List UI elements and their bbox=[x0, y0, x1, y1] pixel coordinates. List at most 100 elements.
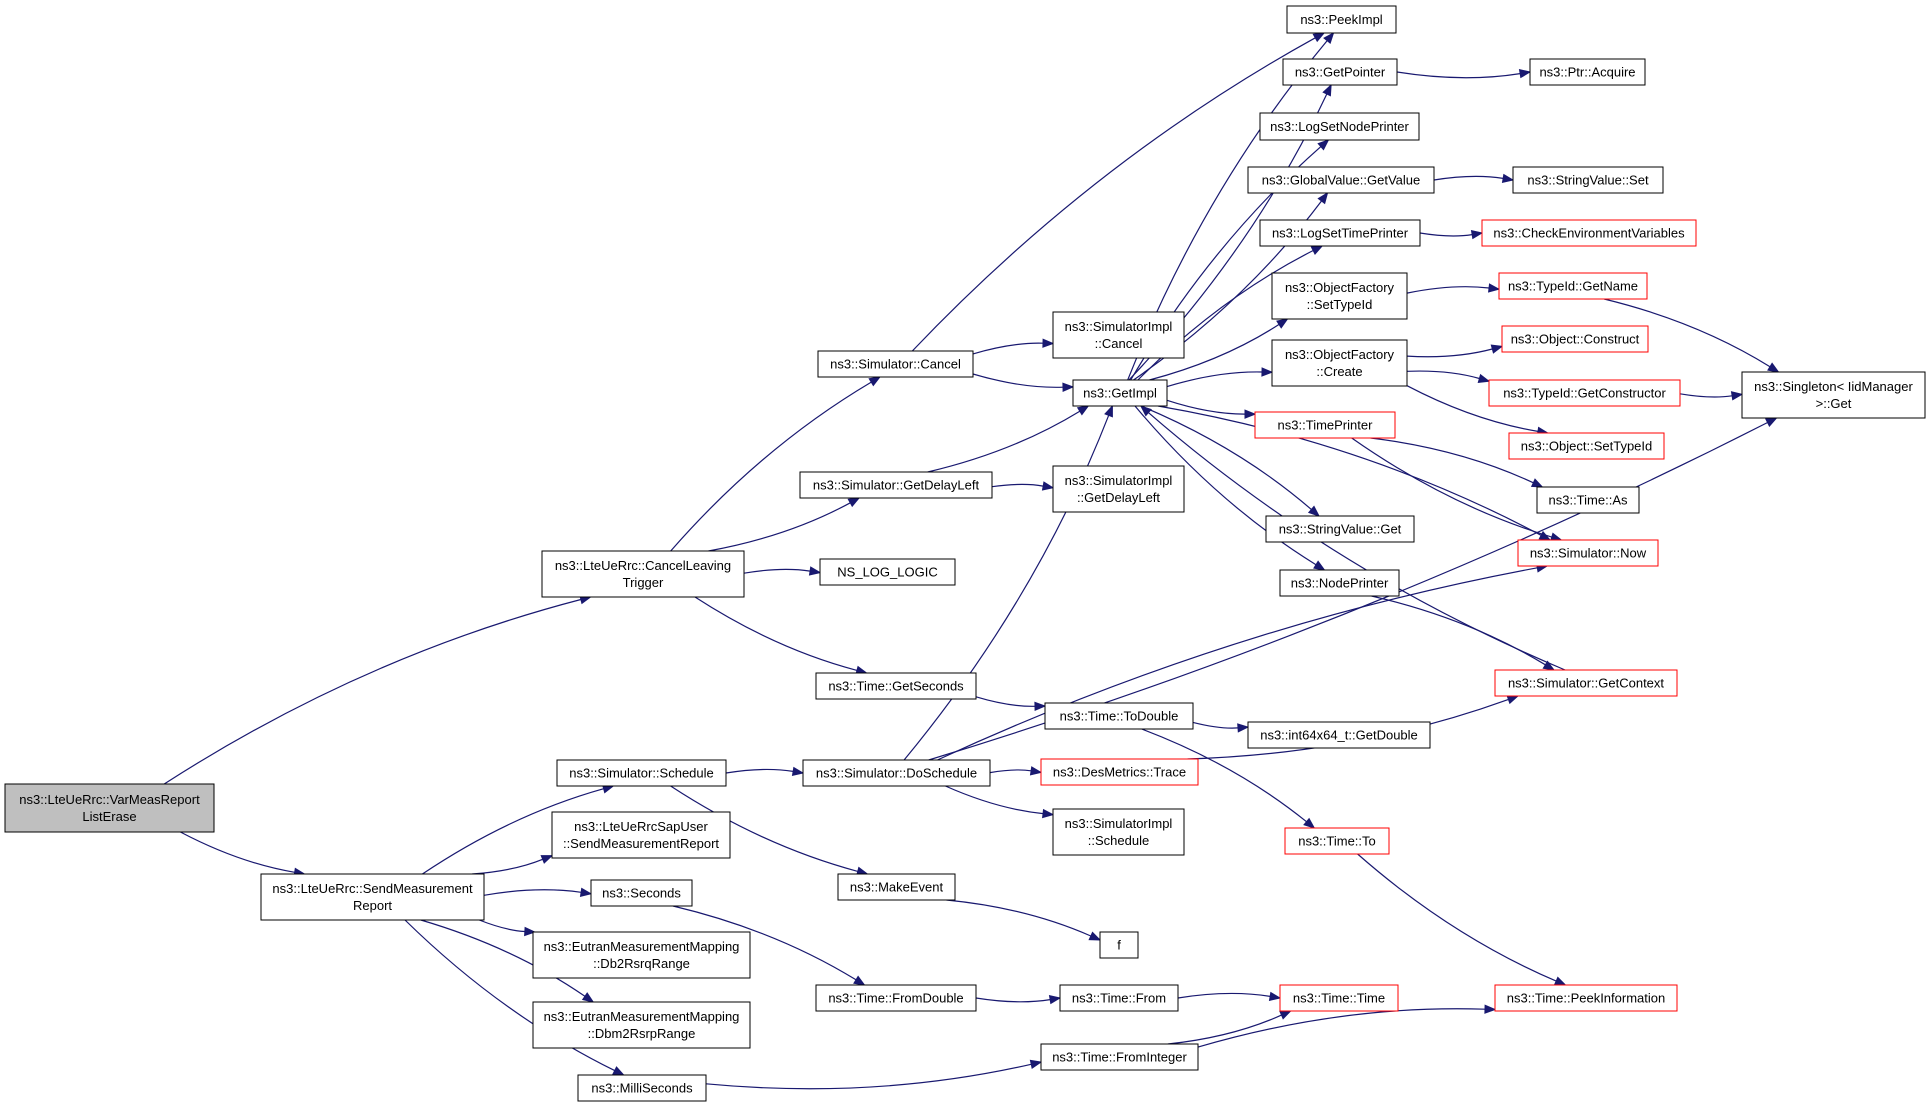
node-singletonGet[interactable]: ns3::Singleton< IidManager>::Get bbox=[1741, 371, 1926, 419]
node-typeIdGetConstructor[interactable]: ns3::TypeId::GetConstructor bbox=[1488, 379, 1681, 407]
node-box bbox=[1247, 721, 1431, 749]
node-getImpl[interactable]: ns3::GetImpl bbox=[1072, 379, 1168, 407]
node-sapUserSend[interactable]: ns3::LteUeRrcSapUser::SendMeasurementRep… bbox=[551, 811, 731, 859]
node-timeToDouble[interactable]: ns3::Time::ToDouble bbox=[1044, 702, 1194, 730]
node-label-line: ns3::Time::From bbox=[1072, 991, 1166, 1006]
node-simNow[interactable]: ns3::Simulator::Now bbox=[1517, 539, 1659, 567]
edge-line bbox=[672, 905, 857, 981]
edge-line bbox=[1140, 405, 1312, 510]
node-ofCreate[interactable]: ns3::ObjectFactory::Create bbox=[1271, 339, 1408, 387]
node-typeIdGetName[interactable]: ns3::TypeId::GetName bbox=[1498, 272, 1648, 300]
node-box bbox=[1052, 311, 1185, 359]
call-edge-simCancel-to-peekImpl bbox=[911, 32, 1326, 352]
node-implCancel[interactable]: ns3::SimulatorImpl::Cancel bbox=[1052, 311, 1185, 359]
node-timePrinter[interactable]: ns3::TimePrinter bbox=[1254, 411, 1396, 439]
node-desMetricsTrace[interactable]: ns3::DesMetrics::Trace bbox=[1040, 758, 1199, 786]
node-timeTo[interactable]: ns3::Time::To bbox=[1284, 827, 1390, 855]
node-label-line: ListErase bbox=[82, 809, 136, 824]
node-box bbox=[1494, 669, 1678, 697]
node-label-line: ns3::Object::SetTypeId bbox=[1521, 439, 1653, 454]
node-globalValueGet[interactable]: ns3::GlobalValue::GetValue bbox=[1247, 166, 1435, 194]
edge-arrowhead bbox=[1730, 391, 1744, 401]
edge-arrowhead bbox=[1470, 229, 1484, 240]
node-nodePrinter[interactable]: ns3::NodePrinter bbox=[1279, 569, 1400, 597]
node-simGetDelayLeft[interactable]: ns3::Simulator::GetDelayLeft bbox=[799, 471, 993, 499]
node-label-line: ns3::TypeId::GetConstructor bbox=[1503, 386, 1666, 401]
edge-arrowhead bbox=[1279, 1010, 1292, 1020]
edge-line bbox=[1137, 249, 1314, 381]
node-simCancel[interactable]: ns3::Simulator::Cancel bbox=[817, 350, 974, 378]
node-box bbox=[1259, 219, 1421, 247]
node-nsLogLogic[interactable]: NS_LOG_LOGIC bbox=[819, 558, 956, 586]
edge-line bbox=[483, 889, 582, 896]
function-nodes: ns3::LteUeRrc::VarMeasReportListErasens3… bbox=[4, 5, 1926, 1102]
edge-arrowhead bbox=[1490, 344, 1504, 354]
call-edge-seconds-to-timeFromDouble bbox=[672, 905, 866, 986]
node-timeFrom[interactable]: ns3::Time::From bbox=[1059, 984, 1179, 1012]
node-ofSetTypeId[interactable]: ns3::ObjectFactory::SetTypeId bbox=[1271, 272, 1408, 320]
node-checkEnv[interactable]: ns3::CheckEnvironmentVariables bbox=[1481, 219, 1697, 247]
call-edge-getImpl-to-stringValueGet bbox=[1140, 405, 1321, 517]
edge-line bbox=[1679, 393, 1733, 398]
node-objectConstruct[interactable]: ns3::Object::Construct bbox=[1501, 325, 1649, 353]
node-int64GetDouble[interactable]: ns3::int64x64_t::GetDouble bbox=[1247, 721, 1431, 749]
edge-line bbox=[694, 596, 858, 671]
node-simDoSchedule[interactable]: ns3::Simulator::DoSchedule bbox=[802, 759, 991, 787]
node-makeEvent[interactable]: ns3::MakeEvent bbox=[837, 873, 956, 901]
edge-line bbox=[1396, 71, 1521, 79]
node-box bbox=[551, 811, 731, 859]
node-box bbox=[1099, 931, 1139, 959]
call-edge-globalValueGet-to-stringValueSet bbox=[1433, 173, 1515, 184]
node-db2Rsrq[interactable]: ns3::EutranMeasurementMapping::Db2RsrqRa… bbox=[532, 931, 751, 979]
node-box bbox=[590, 879, 693, 907]
node-logSetNodePrinter[interactable]: ns3::LogSetNodePrinter bbox=[1259, 112, 1420, 141]
node-label-line: ns3::LteUeRrcSapUser bbox=[574, 819, 708, 834]
node-timeFromInteger[interactable]: ns3::Time::FromInteger bbox=[1040, 1043, 1199, 1071]
node-fFunc[interactable]: f bbox=[1099, 931, 1139, 959]
node-label-line: ns3::StringValue::Set bbox=[1527, 173, 1649, 188]
node-timePeekInfo[interactable]: ns3::Time::PeekInformation bbox=[1494, 984, 1678, 1012]
node-stringValueGet[interactable]: ns3::StringValue::Get bbox=[1265, 515, 1415, 543]
node-timeFromDouble[interactable]: ns3::Time::FromDouble bbox=[815, 984, 977, 1012]
node-timeTime[interactable]: ns3::Time::Time bbox=[1279, 984, 1399, 1012]
node-label-line: ns3::TypeId::GetName bbox=[1508, 279, 1638, 294]
node-box bbox=[817, 350, 974, 378]
call-edge-simSchedule-to-makeEvent bbox=[670, 785, 869, 876]
edge-arrowhead bbox=[1501, 173, 1515, 184]
node-simSchedule[interactable]: ns3::Simulator::Schedule bbox=[556, 759, 727, 787]
node-objectSetTypeId[interactable]: ns3::Object::SetTypeId bbox=[1508, 432, 1665, 460]
node-box bbox=[799, 471, 993, 499]
node-dbm2Rsrp[interactable]: ns3::EutranMeasurementMapping::Dbm2RsrpR… bbox=[532, 1001, 751, 1049]
edge-line bbox=[972, 373, 1064, 388]
node-implSchedule[interactable]: ns3::SimulatorImpl::Schedule bbox=[1052, 808, 1185, 856]
edge-line bbox=[725, 768, 794, 774]
call-edge-cancelLeaving-to-timeGetSeconds bbox=[694, 596, 868, 675]
node-sendMeas[interactable]: ns3::LteUeRrc::SendMeasurementReport bbox=[260, 873, 485, 921]
edge-arrowhead bbox=[1506, 695, 1520, 705]
node-ptrAcquire[interactable]: ns3::Ptr::Acquire bbox=[1529, 58, 1646, 86]
edge-arrowhead bbox=[1276, 318, 1289, 329]
node-label-line: Report bbox=[353, 898, 392, 913]
node-box bbox=[1052, 808, 1185, 856]
node-logSetTimePrinter[interactable]: ns3::LogSetTimePrinter bbox=[1259, 219, 1421, 247]
node-label-line: ::SetTypeId bbox=[1307, 297, 1373, 312]
node-label-line: ns3::MakeEvent bbox=[850, 880, 944, 895]
node-label-line: ns3::Simulator::GetContext bbox=[1508, 676, 1664, 691]
edge-line bbox=[1419, 232, 1473, 237]
node-peekImpl[interactable]: ns3::PeekImpl bbox=[1286, 5, 1397, 34]
node-seconds[interactable]: ns3::Seconds bbox=[590, 879, 693, 907]
call-edge-ofSetTypeId-to-typeIdGetName bbox=[1406, 283, 1501, 294]
node-timeAs[interactable]: ns3::Time::As bbox=[1536, 486, 1640, 514]
edge-arrowhead bbox=[1076, 405, 1090, 416]
node-implGetDelayLeft[interactable]: ns3::SimulatorImpl::GetDelayLeft bbox=[1052, 465, 1185, 513]
node-label-line: ns3::DesMetrics::Trace bbox=[1053, 765, 1186, 780]
node-simGetContext[interactable]: ns3::Simulator::GetContext bbox=[1494, 669, 1678, 697]
node-box bbox=[1498, 272, 1648, 300]
node-milliSeconds[interactable]: ns3::MilliSeconds bbox=[577, 1074, 707, 1102]
call-edge-sendMeas-to-dbm2Rsrp bbox=[420, 919, 595, 1003]
node-getPointer[interactable]: ns3::GetPointer bbox=[1282, 58, 1398, 86]
node-stringValueSet[interactable]: ns3::StringValue::Set bbox=[1512, 166, 1664, 194]
node-timeGetSeconds[interactable]: ns3::Time::GetSeconds bbox=[815, 672, 977, 700]
